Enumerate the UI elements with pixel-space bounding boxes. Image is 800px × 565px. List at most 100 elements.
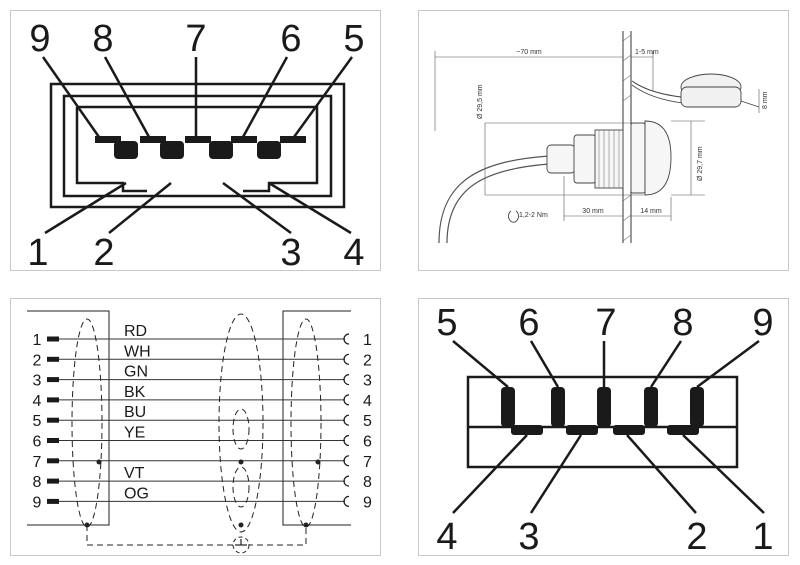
right-pin-number: 6 bbox=[363, 434, 372, 451]
left-pin-number: 7 bbox=[33, 454, 42, 471]
usb-a-pinout-drawing-2: 5 6 7 8 9 4 3 2 1 bbox=[436, 302, 773, 557]
right-pin-socket-6 bbox=[343, 434, 350, 447]
cable-line bbox=[438, 155, 550, 244]
left-pin-plug-5 bbox=[47, 417, 59, 423]
contact-row-flat bbox=[511, 425, 699, 435]
right-pin-socket-9 bbox=[343, 495, 350, 507]
pin-label-3b: 3 bbox=[518, 516, 539, 557]
left-pin-plug-9 bbox=[47, 498, 59, 504]
wire-color-label: GN bbox=[124, 364, 148, 381]
left-pin-number: 8 bbox=[33, 474, 42, 491]
pin-label-2b: 2 bbox=[686, 516, 707, 557]
dust-cap bbox=[680, 73, 742, 108]
pin-label-9: 9 bbox=[29, 18, 50, 60]
wire-color-label: RD bbox=[124, 323, 147, 340]
panel-wall bbox=[622, 31, 632, 243]
contact-row-thin bbox=[95, 136, 306, 143]
pin-label-5: 5 bbox=[343, 18, 364, 60]
housing-notch-left bbox=[75, 107, 147, 193]
left-pin-number: 1 bbox=[33, 332, 42, 349]
left-pin-plug-3 bbox=[47, 377, 59, 383]
wire-color-label: BK bbox=[124, 384, 146, 401]
leader-lines-2 bbox=[452, 339, 765, 514]
dim-30mm: 30 mm bbox=[582, 208, 604, 215]
mount-dimension-drawing: ~70 mm 1-5 mm Ø 29,5 mm Ø 29,7 mm 1,2-2 … bbox=[434, 31, 769, 244]
housing-inner bbox=[62, 94, 333, 198]
pin-label-4b: 4 bbox=[436, 516, 457, 557]
right-pin-number: 4 bbox=[363, 393, 372, 410]
left-pin-number: 5 bbox=[33, 413, 42, 430]
right-pin-number: 3 bbox=[363, 373, 372, 390]
housing-outer bbox=[49, 82, 346, 209]
contact-row-thick bbox=[114, 141, 281, 159]
mount-dimension-panel: ~70 mm 1-5 mm Ø 29,5 mm Ø 29,7 mm 1,2-2 … bbox=[418, 10, 789, 271]
right-pin-socket-2 bbox=[343, 353, 350, 365]
right-pin-socket-5 bbox=[343, 414, 350, 426]
right-pin-socket-1 bbox=[343, 333, 350, 345]
wire-color-label: BU bbox=[124, 404, 146, 421]
right-pin-socket-3 bbox=[343, 374, 350, 386]
wire-color-label: YE bbox=[124, 425, 145, 442]
leader-lines bbox=[41, 56, 354, 235]
dim-gap: 1-5 mm bbox=[635, 49, 659, 56]
housing-notch-right bbox=[77, 105, 319, 193]
left-pin-number: 3 bbox=[33, 373, 42, 390]
wire-color-label: WH bbox=[124, 343, 151, 360]
pin-label-3: 3 bbox=[280, 232, 301, 272]
pin-label-1: 1 bbox=[27, 232, 48, 272]
dim-length: ~70 mm bbox=[516, 49, 542, 56]
right-pin-number: 9 bbox=[363, 494, 372, 511]
right-pin-number: 5 bbox=[363, 413, 372, 430]
usb-a-pinout-drawing: 9 8 7 6 5 1 2 3 4 bbox=[27, 18, 364, 272]
pin-label-1b: 1 bbox=[752, 516, 773, 557]
left-pin-plug-7 bbox=[47, 458, 59, 464]
housing-outer-2 bbox=[466, 375, 739, 469]
dim-diameter-b: Ø 29,7 mm bbox=[697, 146, 704, 181]
connector-thread bbox=[598, 130, 620, 188]
pin-label-8: 8 bbox=[92, 18, 113, 60]
dimension-lines bbox=[434, 51, 760, 221]
left-pin-plug-6 bbox=[47, 438, 59, 443]
usb-a-pinout-panel-bottom: 5 6 7 8 9 4 3 2 1 bbox=[418, 298, 789, 557]
right-pin-number: 7 bbox=[363, 454, 372, 471]
pin-label-7: 7 bbox=[185, 18, 206, 60]
ground-symbol bbox=[232, 536, 250, 554]
pin-label-4: 4 bbox=[343, 232, 364, 272]
left-pin-plug-1 bbox=[47, 336, 59, 342]
left-pin-number: 4 bbox=[33, 393, 42, 410]
right-pin-socket-7 bbox=[343, 455, 350, 467]
left-pin-number: 2 bbox=[33, 352, 42, 369]
right-pin-number: 1 bbox=[363, 332, 372, 349]
right-pin-socket-8 bbox=[343, 475, 350, 487]
pin-label-6b: 6 bbox=[518, 302, 539, 344]
connector-outlines bbox=[27, 310, 351, 526]
right-pin-socket-4 bbox=[343, 394, 350, 406]
pin-label-5b: 5 bbox=[436, 302, 457, 344]
shield-ellipses bbox=[71, 313, 322, 546]
left-pin-number: 9 bbox=[33, 494, 42, 511]
pin-label-9b: 9 bbox=[752, 302, 773, 344]
left-pin-number: 6 bbox=[33, 434, 42, 451]
right-pin-number: 2 bbox=[363, 352, 372, 369]
right-pin-number: 8 bbox=[363, 474, 372, 491]
pin-label-2: 2 bbox=[93, 232, 114, 272]
cap-lanyard bbox=[631, 80, 682, 98]
left-pin-plug-8 bbox=[47, 478, 59, 484]
left-pin-plug-4 bbox=[47, 397, 59, 403]
junction-dots bbox=[84, 459, 321, 528]
dim-torque: 1,2-2 Nm bbox=[519, 212, 548, 219]
dim-14mm: 14 mm bbox=[640, 208, 662, 215]
dim-8mm: 8 mm bbox=[762, 91, 769, 109]
cable-line-2 bbox=[446, 163, 550, 244]
usb-a-pinout-panel-top: 9 8 7 6 5 1 2 3 4 bbox=[10, 10, 381, 272]
dim-diameter-a: Ø 29,5 mm bbox=[477, 84, 484, 119]
torque-icon bbox=[508, 210, 519, 223]
pin-label-7b: 7 bbox=[595, 302, 616, 344]
wire-bundle bbox=[47, 333, 350, 507]
left-pin-plug-2 bbox=[47, 356, 59, 362]
wire-color-label: VT bbox=[124, 465, 145, 482]
pin-label-6: 6 bbox=[280, 18, 301, 60]
